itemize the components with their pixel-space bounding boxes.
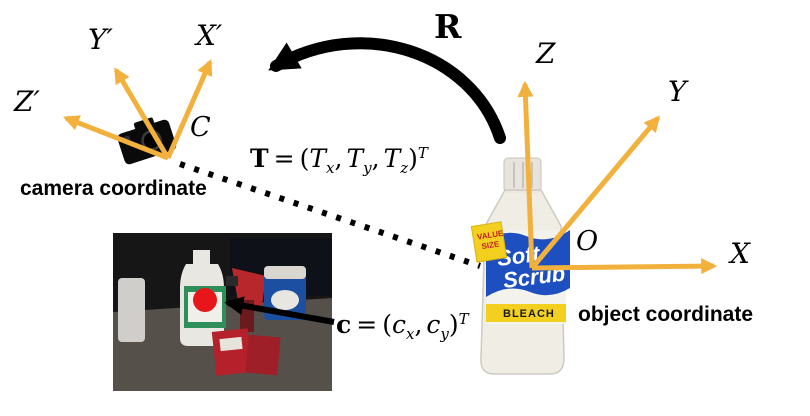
object-x-axis [531, 258, 718, 275]
c-close-paren: ) [448, 310, 459, 339]
bottle-band [486, 304, 566, 322]
bottle-band-text: BLEACH [503, 308, 555, 320]
c-equals: = [356, 310, 378, 339]
t-sub-z: z [400, 159, 409, 177]
t-transpose: T [417, 144, 428, 162]
t-close-paren: ) [408, 144, 418, 173]
c-comma: , [414, 310, 423, 339]
camera-z-axis-label: Z′ [14, 85, 40, 118]
scene-photo [113, 233, 332, 391]
camera-y-axis [113, 67, 171, 160]
object-x-axis-label: X [730, 237, 750, 270]
camera-origin-label: C [190, 112, 211, 143]
c-symbol: c [336, 310, 352, 339]
t-symbol: T [250, 144, 269, 173]
t-equals: = [273, 144, 295, 173]
t-comma-1: , [334, 144, 343, 173]
c-open-paren: ( [382, 310, 392, 339]
c-sub-x: x [405, 325, 415, 343]
t-var-z: T [383, 144, 401, 173]
bottle-tag-line1: VALUE [476, 229, 504, 242]
photo-white-object [118, 278, 145, 342]
t-sub-x: x [326, 159, 335, 177]
camera-x-axis-label: X′ [196, 19, 223, 52]
t-comma-2: , [371, 144, 380, 173]
t-open-paren: ( [299, 144, 310, 173]
c-sub-y: y [440, 325, 449, 343]
rotation-arrow [268, 37, 506, 144]
camera-z-axis [63, 115, 169, 161]
object-y-axis-label: Y [668, 75, 687, 108]
photo-can [264, 266, 306, 320]
red-dot [193, 288, 217, 312]
c-transpose: T [458, 310, 469, 328]
camera-caption: camera coordinate [20, 177, 207, 200]
camera-y-axis-label: Y′ [88, 23, 113, 56]
c-var-y: c [426, 310, 441, 339]
t-var-x: T [309, 144, 327, 173]
projection-formula: c=(cx,cy)T [336, 310, 469, 343]
object-axes [517, 80, 718, 275]
camera-axes [63, 59, 213, 161]
c-var-x: c [391, 310, 406, 339]
projection-arrow [224, 296, 335, 325]
object-z-axis-label: Z [536, 37, 556, 70]
t-sub-y: y [363, 159, 372, 177]
bottle-value-tag: VALUE SIZE [470, 221, 508, 263]
camera-x-axis [165, 59, 213, 160]
bottle-tag-line2: SIZE [481, 239, 501, 251]
object-caption: object coordinate [578, 303, 754, 326]
object-origin-label: O [576, 226, 599, 257]
photo-boxes [211, 328, 281, 376]
rotation-label: R [434, 7, 462, 46]
object-z-axis [517, 80, 535, 269]
t-var-y: T [346, 144, 364, 173]
object-y-axis [530, 115, 661, 270]
translation-formula: T=(Tx,Ty,Tz)T [250, 144, 428, 177]
